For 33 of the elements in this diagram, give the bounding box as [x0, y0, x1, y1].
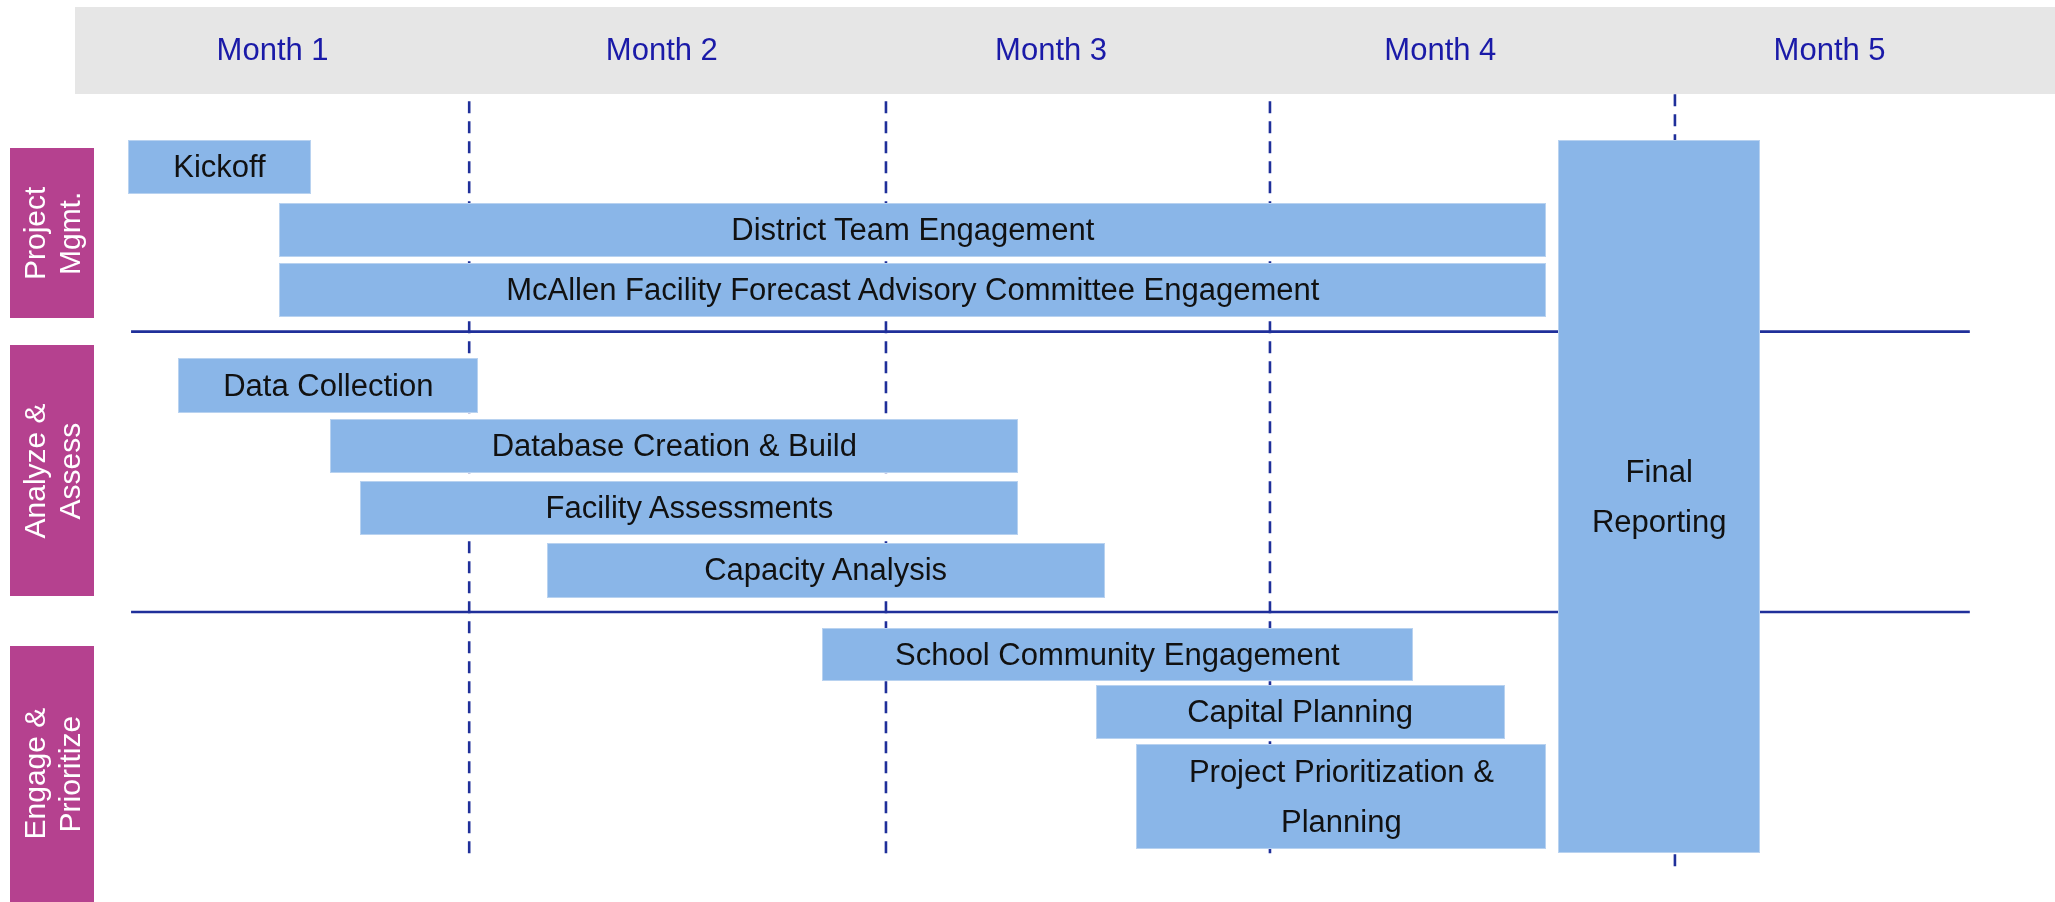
- task-bar: [330, 419, 1019, 474]
- task-label: Capacity Analysis: [704, 551, 948, 590]
- task-label: Database Creation & Build: [491, 427, 857, 466]
- phase-band: [10, 646, 95, 902]
- task-label: Final Reporting: [1591, 453, 1728, 541]
- task-bar: [360, 481, 1019, 535]
- phase-band: [10, 344, 95, 597]
- task-bar: [1558, 140, 1761, 854]
- task-label: Capital Planning: [1187, 693, 1413, 732]
- month-label: Month 5: [1773, 31, 1886, 68]
- task-label: McAllen Facility Forecast Advisory Committee Engagement: [506, 271, 1320, 310]
- task-bar: [178, 357, 479, 413]
- phase-band: [10, 148, 95, 319]
- task-bar: [1095, 685, 1505, 740]
- phase-label: Engage & Prioritize: [17, 707, 87, 842]
- task-label: Data Collection: [223, 366, 434, 405]
- month-label: Month 2: [605, 31, 718, 68]
- task-label: Project Prioritization & Planning: [1187, 753, 1495, 841]
- task-bar: [1136, 744, 1547, 850]
- month-label: Month 4: [1384, 31, 1497, 68]
- task-label: School Community Engagement: [894, 635, 1340, 674]
- phase-label: Project Mgmt.: [17, 185, 87, 282]
- task-bar: [546, 542, 1105, 598]
- task-bar: [821, 627, 1413, 682]
- task-bar: [279, 263, 1547, 318]
- task-bar: [128, 140, 311, 194]
- task-bar: [279, 203, 1547, 257]
- task-label: Kickoff: [173, 148, 266, 187]
- month-label: Month 3: [995, 31, 1108, 68]
- task-label: Facility Assessments: [545, 489, 834, 528]
- month-label: Month 1: [216, 31, 329, 68]
- phase-label: Analyze & Assess: [17, 401, 87, 541]
- task-label: District Team Engagement: [731, 211, 1095, 250]
